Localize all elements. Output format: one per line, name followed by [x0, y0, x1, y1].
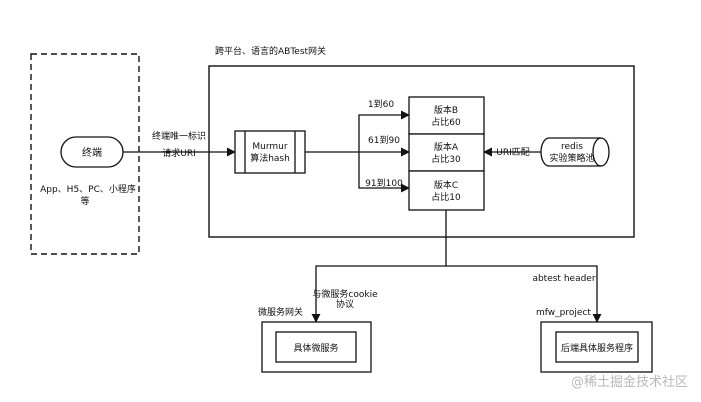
- microservice-group-label: 微服务网关: [258, 306, 303, 318]
- client-boundary: [30, 53, 140, 255]
- edge-backend-label: abtest header: [532, 274, 595, 284]
- version-b-line1: 版本B: [434, 104, 458, 116]
- watermark: @稀土掘金技术社区: [571, 374, 688, 390]
- backend-group-label: mfw_project: [536, 308, 591, 318]
- gateway-frame-label: 跨平台、语言的ABTest网关: [215, 45, 326, 57]
- hash-box-line1: Murmur: [252, 142, 287, 152]
- edge-version-a-label: 61到90: [368, 134, 400, 146]
- edge-to-backend: [446, 265, 602, 323]
- microservice-outer-box: [261, 321, 372, 373]
- edge-terminal-to-hash-label-line2: 请求URI: [162, 147, 196, 159]
- edge-microservice-label-line2: 协议: [336, 298, 354, 310]
- redis-line2: 实验策略池: [549, 152, 594, 164]
- version-c-box: [408, 170, 485, 211]
- edge-hash-to-version-c: [358, 152, 410, 193]
- version-c-line1: 版本C: [434, 179, 458, 191]
- version-b-line2: 占比60: [431, 116, 461, 128]
- microservice-inner-box: [275, 331, 357, 363]
- microservice-inner-label: 具体微服务: [293, 342, 338, 354]
- edge-microservice-label-line1: 与微服务cookie: [312, 288, 378, 300]
- hash-box: [234, 130, 306, 174]
- client-caption-line2: 等: [80, 195, 89, 207]
- version-c-line2: 占比10: [431, 191, 461, 203]
- backend-outer-box: [540, 321, 653, 373]
- version-a-line1: 版本A: [434, 141, 459, 153]
- edge-redis-label: URI匹配: [496, 147, 530, 158]
- redis-cylinder-edge: [592, 137, 602, 167]
- edge-terminal-to-hash-label-line1: 终端唯一标识: [152, 130, 206, 142]
- version-a-line2: 占比30: [431, 153, 461, 165]
- client-caption-line1: App、H5、PC、小程序: [40, 183, 136, 195]
- redis-line1: redis: [561, 142, 583, 152]
- version-b-box: [408, 96, 485, 135]
- hash-box-line2: 算法hash: [250, 152, 290, 164]
- edge-version-c-label: 91到100: [365, 177, 403, 189]
- edge-to-microservice: [311, 210, 447, 323]
- backend-inner-box: [555, 331, 639, 363]
- edge-version-b-label: 1到60: [368, 98, 394, 110]
- backend-inner-label: 后端具体服务程序: [561, 342, 633, 354]
- edge-hash-to-version-b: [358, 110, 410, 152]
- terminal-label: 终端: [82, 146, 102, 159]
